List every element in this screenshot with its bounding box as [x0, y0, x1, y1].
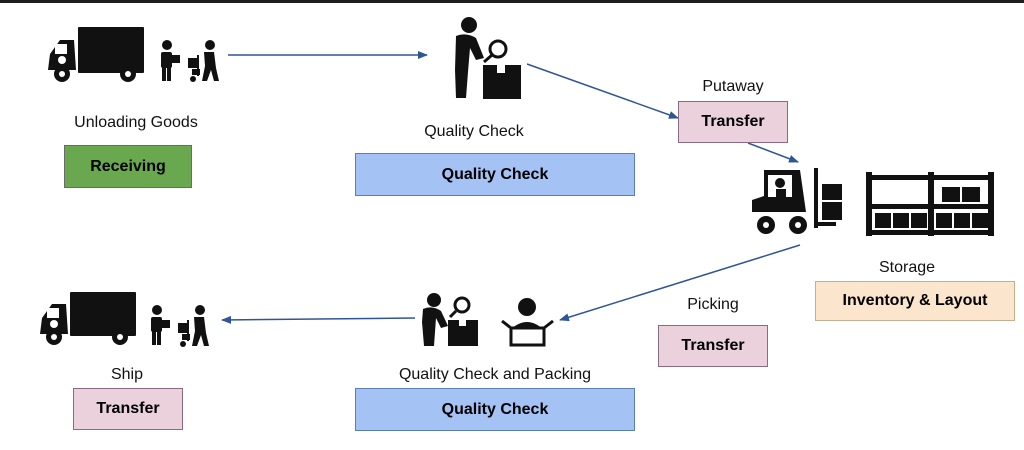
stage-caption-quality-check: Quality Check — [424, 123, 524, 140]
stage-caption-picking: Picking — [687, 296, 739, 313]
stage-caption-qc-packing: Quality Check and Packing — [398, 366, 592, 383]
storage-rack-icon — [866, 172, 994, 236]
stage-box-ship-transfer: Transfer — [73, 388, 183, 430]
stage-caption-ship: Ship — [110, 366, 144, 383]
arrow-storage-to-packing — [559, 244, 801, 322]
inspector-magnifier-icon — [422, 293, 478, 346]
arrow-putaway-to-storage — [747, 142, 799, 163]
flow-arrows — [221, 51, 801, 324]
inspector-magnifier-icon — [455, 17, 521, 99]
truck-icon — [40, 292, 136, 345]
stage-box-qc-packing: Quality Check — [355, 388, 635, 431]
worker-with-box-icon — [161, 40, 180, 81]
hand-truck-worker-icon — [188, 40, 219, 82]
arrow-qc-to-putaway — [526, 63, 679, 119]
stage-box-picking-transfer: Transfer — [658, 325, 768, 367]
forklift-icon — [752, 168, 842, 234]
arrow-packing-to-ship — [221, 315, 416, 324]
packing-box-worker-icon — [501, 298, 554, 347]
stage-box-putaway-transfer: Transfer — [678, 101, 788, 143]
stage-box-quality-check: Quality Check — [355, 153, 635, 196]
stage-caption-storage: Storage — [878, 259, 936, 276]
hand-truck-worker-icon — [178, 305, 209, 347]
stage-box-inventory-layout: Inventory & Layout — [815, 281, 1015, 321]
top-border — [0, 0, 1024, 3]
worker-with-box-icon — [151, 305, 170, 345]
truck-icon — [48, 27, 144, 82]
stage-box-receiving: Receiving — [64, 145, 192, 188]
stage-caption-putaway: Putaway — [702, 78, 764, 95]
stage-caption-unloading: Unloading Goods — [74, 114, 198, 131]
